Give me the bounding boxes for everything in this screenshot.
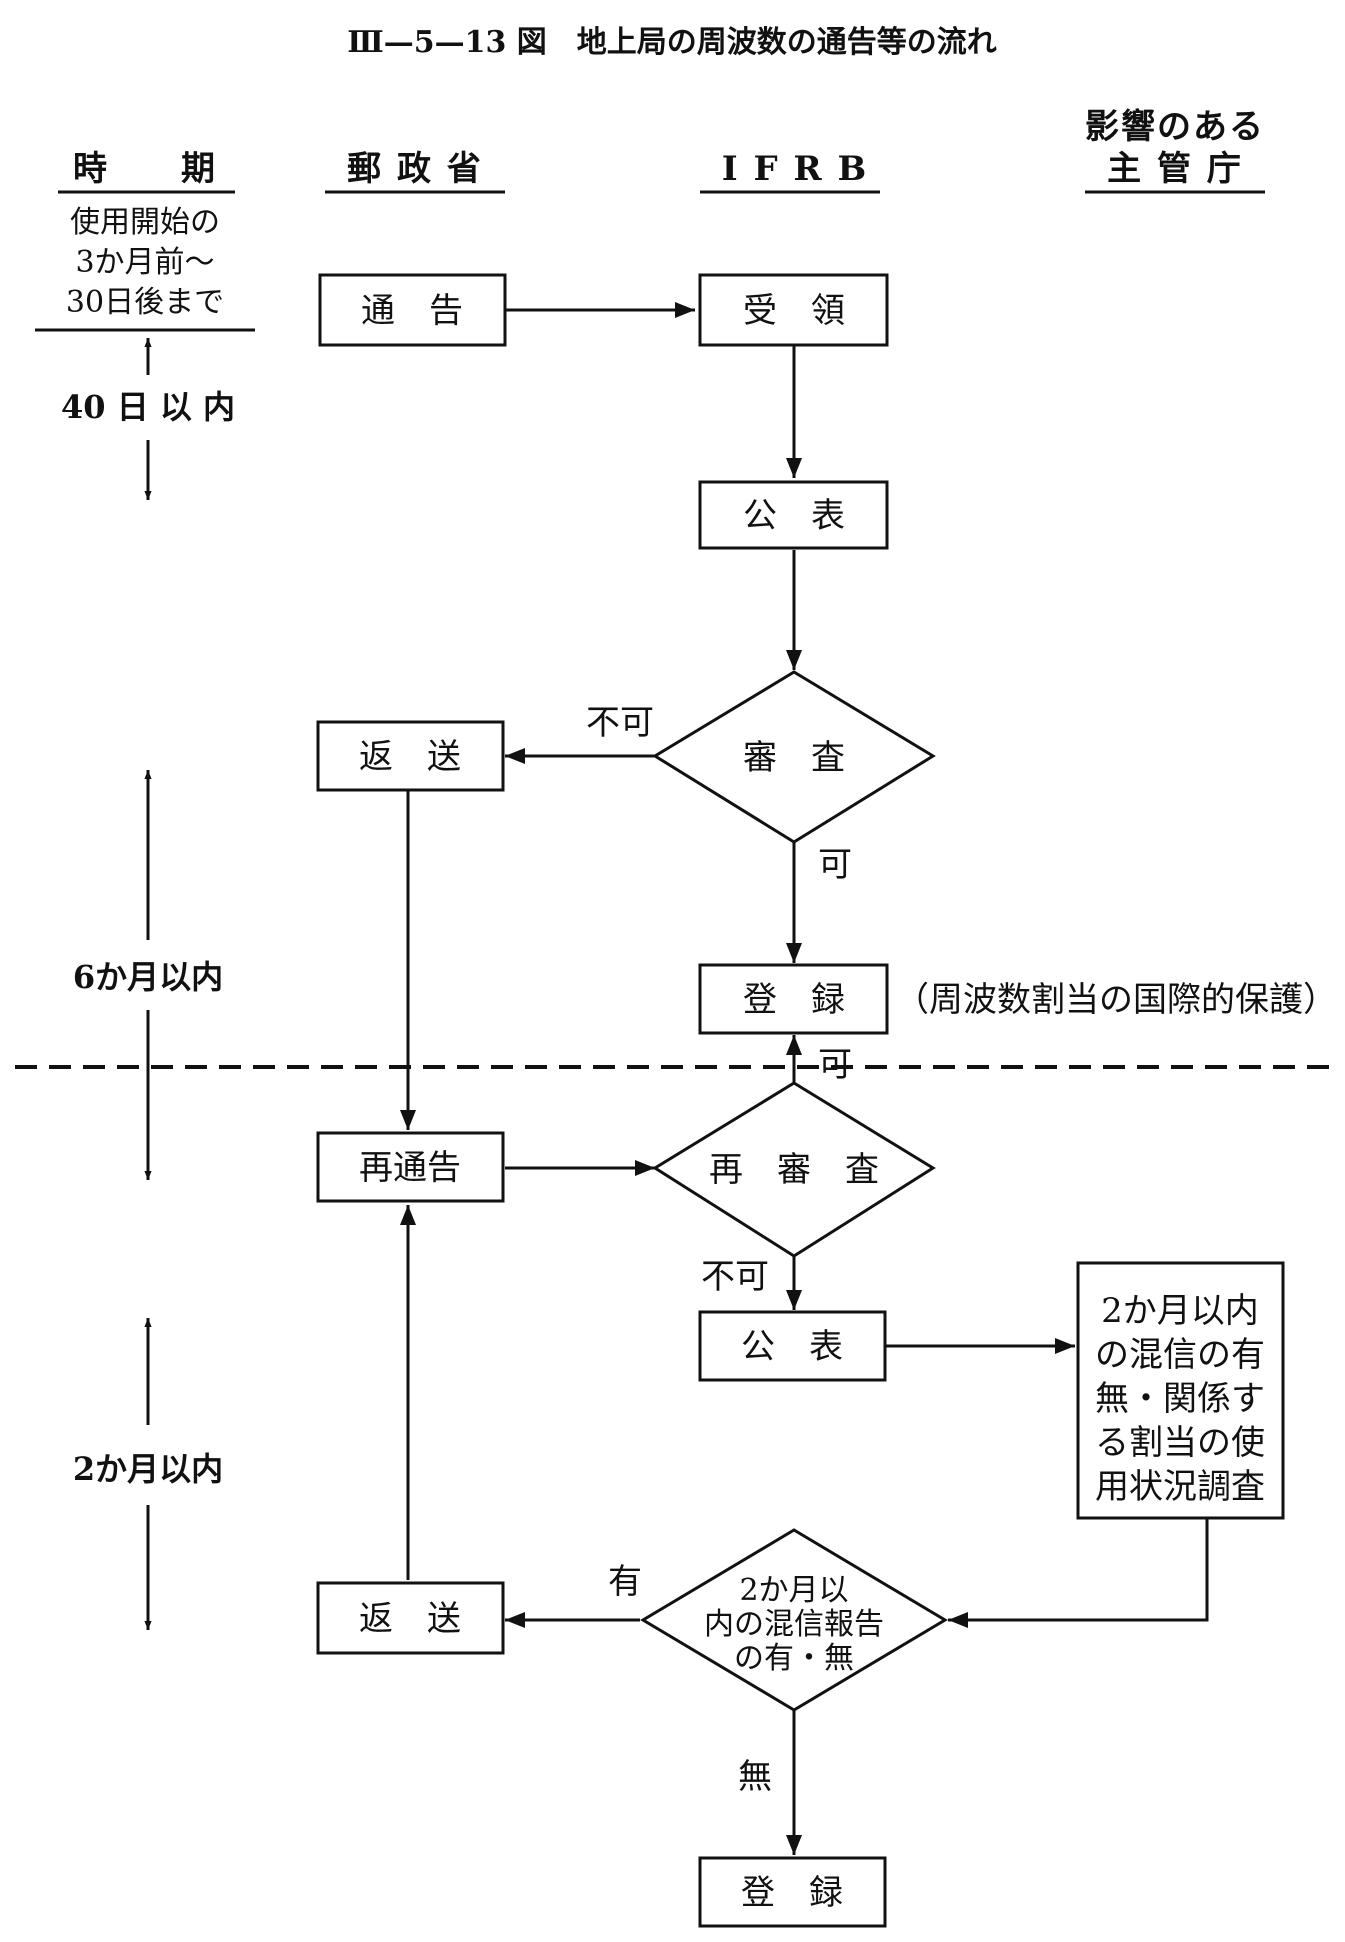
node-publish1-box — [698, 480, 889, 550]
node-notify: 通 告 — [361, 291, 463, 331]
node-return2: 返 送 — [359, 1599, 461, 1639]
column-period: 時 期 — [73, 149, 217, 189]
period-note-line2: 3か月前～ — [75, 245, 214, 280]
column-ifrb: I F R B — [722, 149, 869, 189]
diagram-title: Ⅲ—5—13 図 地上局の周波数の通告等の流れ — [347, 25, 997, 60]
node-report-diamond — [640, 1528, 948, 1712]
period-note-line3: 30日後まで — [66, 285, 224, 320]
node-survey-box — [1076, 1261, 1285, 1520]
node-report-line1: 2か月以 — [739, 1573, 848, 1608]
span-2-months: 2か月以内 — [73, 1450, 223, 1488]
node-register1-box — [698, 963, 889, 1035]
node-return2-box — [316, 1581, 505, 1655]
node-receive: 受 領 — [743, 291, 845, 331]
node-reexamine: 再 審 査 — [709, 1150, 879, 1190]
label-ok-2: 可 — [818, 1045, 852, 1085]
node-report-line3: の有・無 — [734, 1641, 854, 1676]
node-register2-box — [698, 1856, 887, 1928]
node-survey-line3: 無・関係す — [1095, 1379, 1265, 1419]
edge-survey-report — [948, 1518, 1209, 1628]
node-renotify-box — [316, 1131, 505, 1203]
node-publish1: 公 表 — [743, 496, 845, 536]
node-register1-note: （周波数割当の国際的保護） — [895, 980, 1337, 1020]
label-not-ok-1: 不可 — [586, 703, 654, 743]
node-publish2: 公 表 — [741, 1327, 843, 1367]
node-receive-box — [698, 273, 889, 347]
node-examine-diamond — [652, 670, 936, 844]
span-40-days: 40 日 以 内 — [61, 388, 235, 426]
node-renotify: 再通告 — [359, 1148, 461, 1188]
label-yes: 有 — [608, 1562, 642, 1602]
span-6-months: 6か月以内 — [73, 958, 223, 996]
node-return1: 返 送 — [359, 737, 461, 777]
node-survey-line4: る割当の使 — [1095, 1423, 1265, 1463]
node-return1-box — [316, 720, 505, 792]
node-examine: 審 査 — [743, 738, 845, 778]
column-admin-line1: 影響のある — [1085, 107, 1265, 147]
period-note-line1: 使用開始の — [70, 205, 220, 240]
node-reexamine-diamond — [652, 1081, 936, 1258]
node-publish2-box — [698, 1310, 887, 1382]
label-not-ok-2: 不可 — [701, 1257, 769, 1297]
node-survey-line1: 2か月以内 — [1101, 1291, 1259, 1331]
node-survey-line2: の混信の有 — [1095, 1335, 1265, 1375]
column-admin-line2: 主 管 庁 — [1107, 149, 1243, 189]
node-survey-line5: 用状況調査 — [1095, 1467, 1265, 1507]
label-no: 無 — [738, 1757, 772, 1797]
node-notify-box — [318, 273, 507, 347]
label-ok-1: 可 — [818, 845, 852, 885]
node-report-line2: 内の混信報告 — [704, 1607, 884, 1642]
node-register1: 登 録 — [743, 980, 845, 1020]
node-register2: 登 録 — [741, 1873, 843, 1913]
column-ministry: 郵 政 省 — [347, 149, 483, 189]
